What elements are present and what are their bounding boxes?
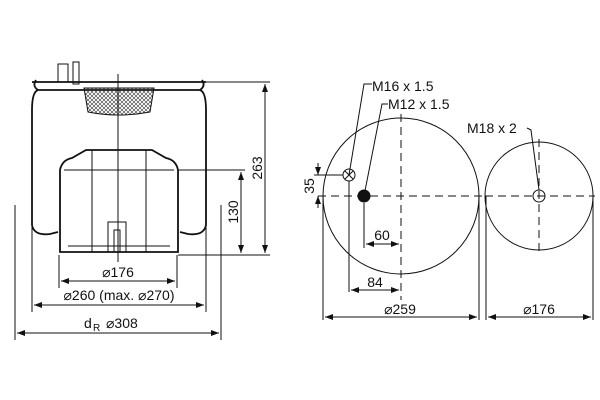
- rolling-diameter-label: ⌀308: [106, 315, 138, 331]
- top-plate: [32, 61, 206, 116]
- offset-air-label: 84: [367, 274, 383, 290]
- top-plate-view: M16 x 1.5 M12 x 1.5 35 60 84 ⌀259: [301, 78, 483, 320]
- offset-stud-label: 60: [374, 227, 390, 243]
- height-piston-label: 130: [225, 200, 241, 224]
- stud-bolt: [72, 61, 80, 85]
- piston-diameter-bottom-label: ⌀176: [523, 301, 555, 317]
- offset-vertical-label: 35: [301, 178, 317, 194]
- thread-stud-label: M12 x 1.5: [388, 96, 450, 112]
- rolling-diameter-symbol: d: [84, 315, 92, 331]
- thread-air-label: M16 x 1.5: [372, 78, 434, 94]
- bottom-view: M18 x 2 ⌀176: [467, 120, 595, 320]
- plate-diameter-label: ⌀259: [384, 301, 416, 317]
- piston-diameter-label: ⌀176: [102, 264, 134, 280]
- piston: [59, 149, 179, 253]
- side-view: 263 130 ⌀176 ⌀260 (max. ⌀270) d R ⌀308: [14, 61, 270, 340]
- bumper: [83, 87, 155, 116]
- thread-center-label: M18 x 2: [467, 120, 517, 136]
- air-connector: [57, 63, 69, 83]
- rolling-diameter-subscript: R: [93, 323, 100, 334]
- height-total-label: 263: [249, 156, 265, 180]
- bellow-diameter-label: ⌀260 (max. ⌀270): [63, 287, 174, 303]
